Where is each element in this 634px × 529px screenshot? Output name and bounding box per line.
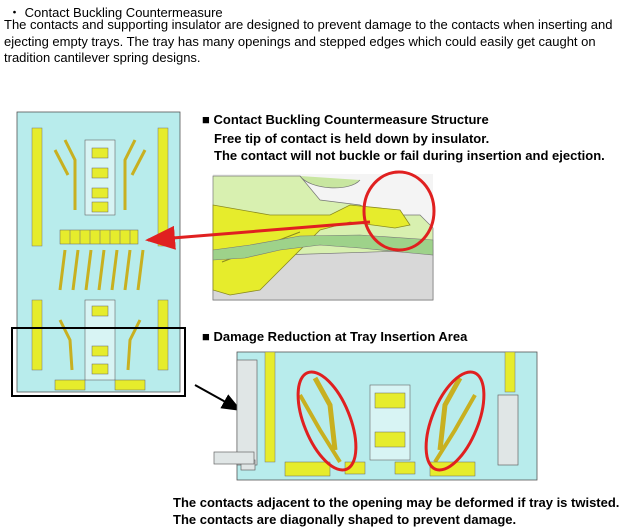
section1-line1: Free tip of contact is held down by insu…: [214, 131, 490, 146]
connector-overview-drawing: [16, 111, 181, 393]
section1-title-row: ■ Contact Buckling Countermeasure Struct…: [202, 112, 489, 127]
section1-description: Free tip of contact is held down by insu…: [214, 130, 605, 164]
section-heading: ・ Contact Buckling Countermeasure: [8, 2, 223, 21]
right-contact-highlight: [424, 370, 486, 472]
zoom-arrow: [194, 384, 242, 411]
cross-section-drawing: [212, 174, 434, 301]
footer-notes: The contacts adjacent to the opening may…: [173, 494, 619, 528]
intro-paragraph: The contacts and supporting insulator ar…: [4, 17, 613, 65]
section1-title: Contact Buckling Countermeasure Structur…: [213, 112, 489, 127]
tray-insertion-drawing: [213, 351, 538, 481]
zoom-selection-box: [11, 327, 186, 397]
section2-title: Damage Reduction at Tray Insertion Area: [213, 329, 468, 344]
bullet-marker: ・: [8, 5, 22, 20]
square-bullet-icon: ■: [202, 112, 210, 127]
section1-line2: The contact will not buckle or fail duri…: [214, 148, 605, 163]
reference-arrow: [145, 220, 371, 250]
left-contact-highlight: [296, 370, 358, 472]
footer-line1: The contacts adjacent to the opening may…: [173, 495, 620, 510]
heading-title: Contact Buckling Countermeasure: [24, 5, 223, 20]
square-bullet-icon: ■: [202, 329, 210, 344]
footer-line2: The contacts are diagonally shaped to pr…: [173, 512, 517, 527]
section2-title-row: ■ Damage Reduction at Tray Insertion Are…: [202, 329, 467, 344]
contact-tip-highlight-circle: [362, 170, 436, 252]
